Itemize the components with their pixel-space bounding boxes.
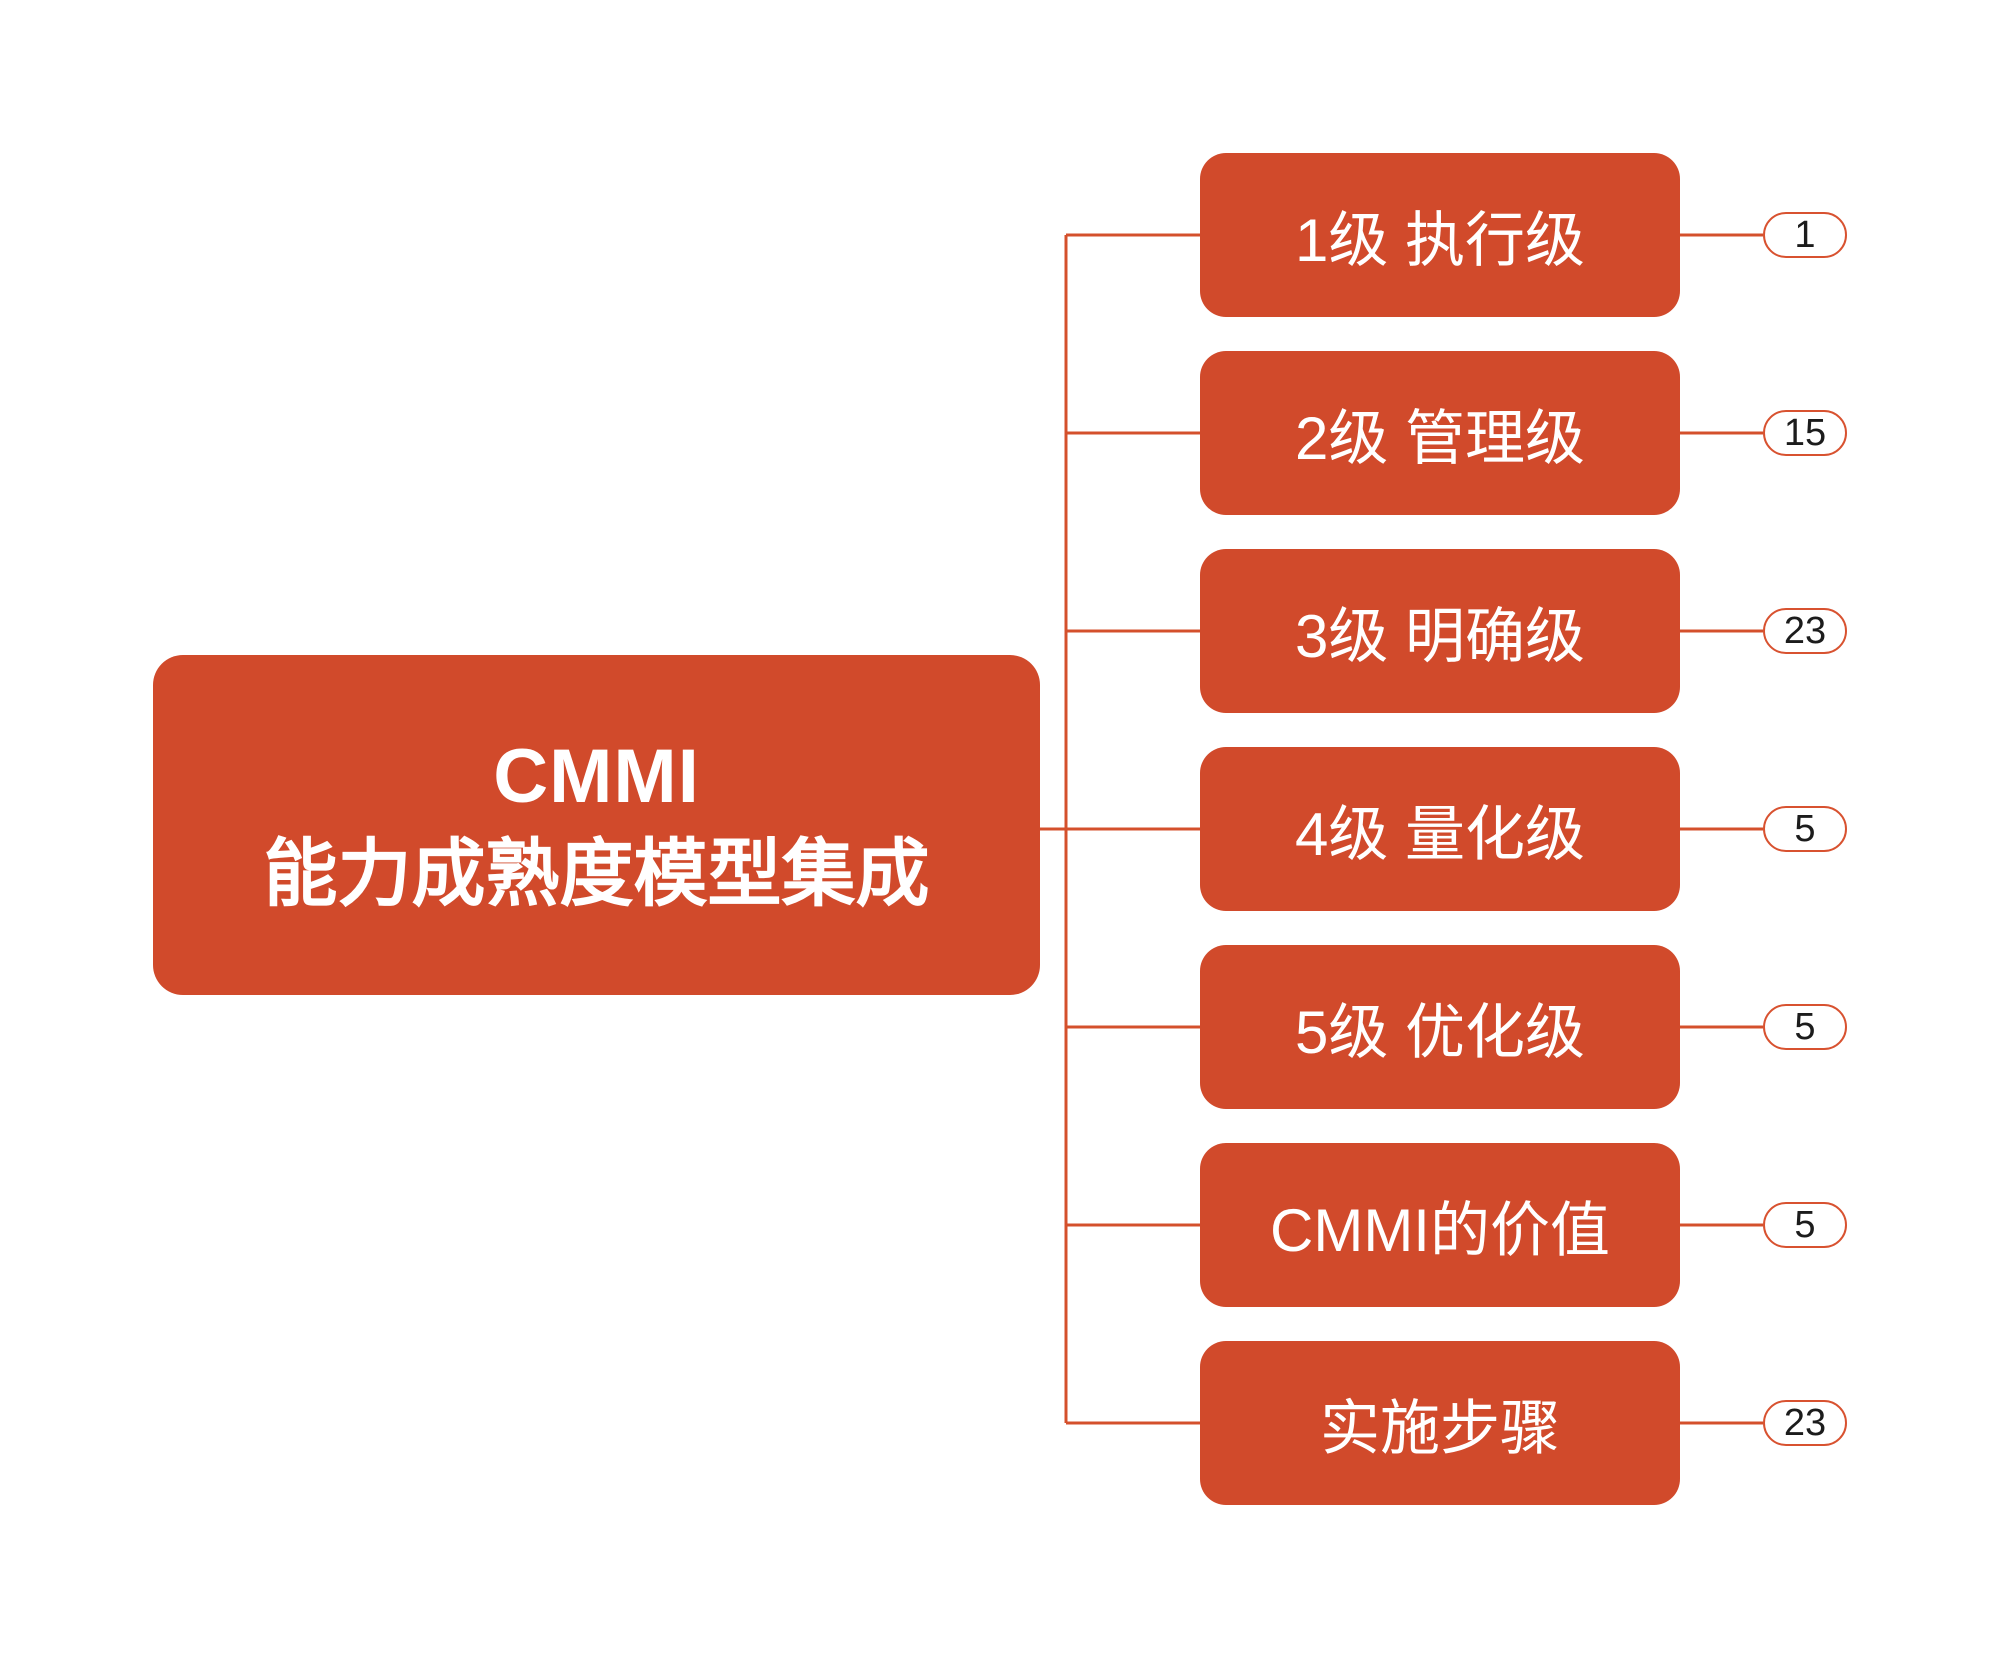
branch-node-implementation-steps[interactable]: 实施步骤	[1200, 1341, 1680, 1505]
count-badge-level3[interactable]: 23	[1763, 608, 1847, 654]
count-badge-level5[interactable]: 5	[1763, 1004, 1847, 1050]
badge-count: 1	[1794, 214, 1816, 256]
count-badge-level2[interactable]: 15	[1763, 410, 1847, 456]
branch-node-level4[interactable]: 4级 量化级	[1200, 747, 1680, 911]
count-badge-implementation-steps[interactable]: 23	[1763, 1400, 1847, 1446]
branch-node-level2[interactable]: 2级 管理级	[1200, 351, 1680, 515]
badge-count: 5	[1794, 1204, 1816, 1246]
branch-node-level3[interactable]: 3级 明确级	[1200, 549, 1680, 713]
badge-count: 15	[1783, 412, 1827, 454]
branch-label: 2级 管理级	[1294, 404, 1586, 472]
branch-node-cmmi-value[interactable]: CMMI的价值	[1200, 1143, 1680, 1307]
branch-label: 4级 量化级	[1294, 800, 1586, 868]
count-badge-level4[interactable]: 5	[1763, 806, 1847, 852]
badge-count: 5	[1794, 808, 1816, 850]
count-badge-level1[interactable]: 1	[1763, 212, 1847, 258]
count-badge-cmmi-value[interactable]: 5	[1763, 1202, 1847, 1248]
root-node-cmmi[interactable]: CMMI 能力成熟度模型集成	[153, 655, 1040, 995]
badge-count: 5	[1794, 1006, 1816, 1048]
badge-count: 23	[1783, 610, 1827, 652]
branch-label: 3级 明确级	[1294, 602, 1586, 670]
branch-node-level1[interactable]: 1级 执行级	[1200, 153, 1680, 317]
branch-label: 5级 优化级	[1294, 998, 1586, 1066]
root-title-line2: 能力成熟度模型集成	[263, 832, 930, 915]
branch-label: 实施步骤	[1320, 1394, 1560, 1462]
branch-label: 1级 执行级	[1294, 206, 1586, 274]
badge-count: 23	[1783, 1402, 1827, 1444]
branch-label: CMMI的价值	[1270, 1196, 1610, 1264]
branch-node-level5[interactable]: 5级 优化级	[1200, 945, 1680, 1109]
root-title-line1: CMMI	[493, 734, 700, 819]
